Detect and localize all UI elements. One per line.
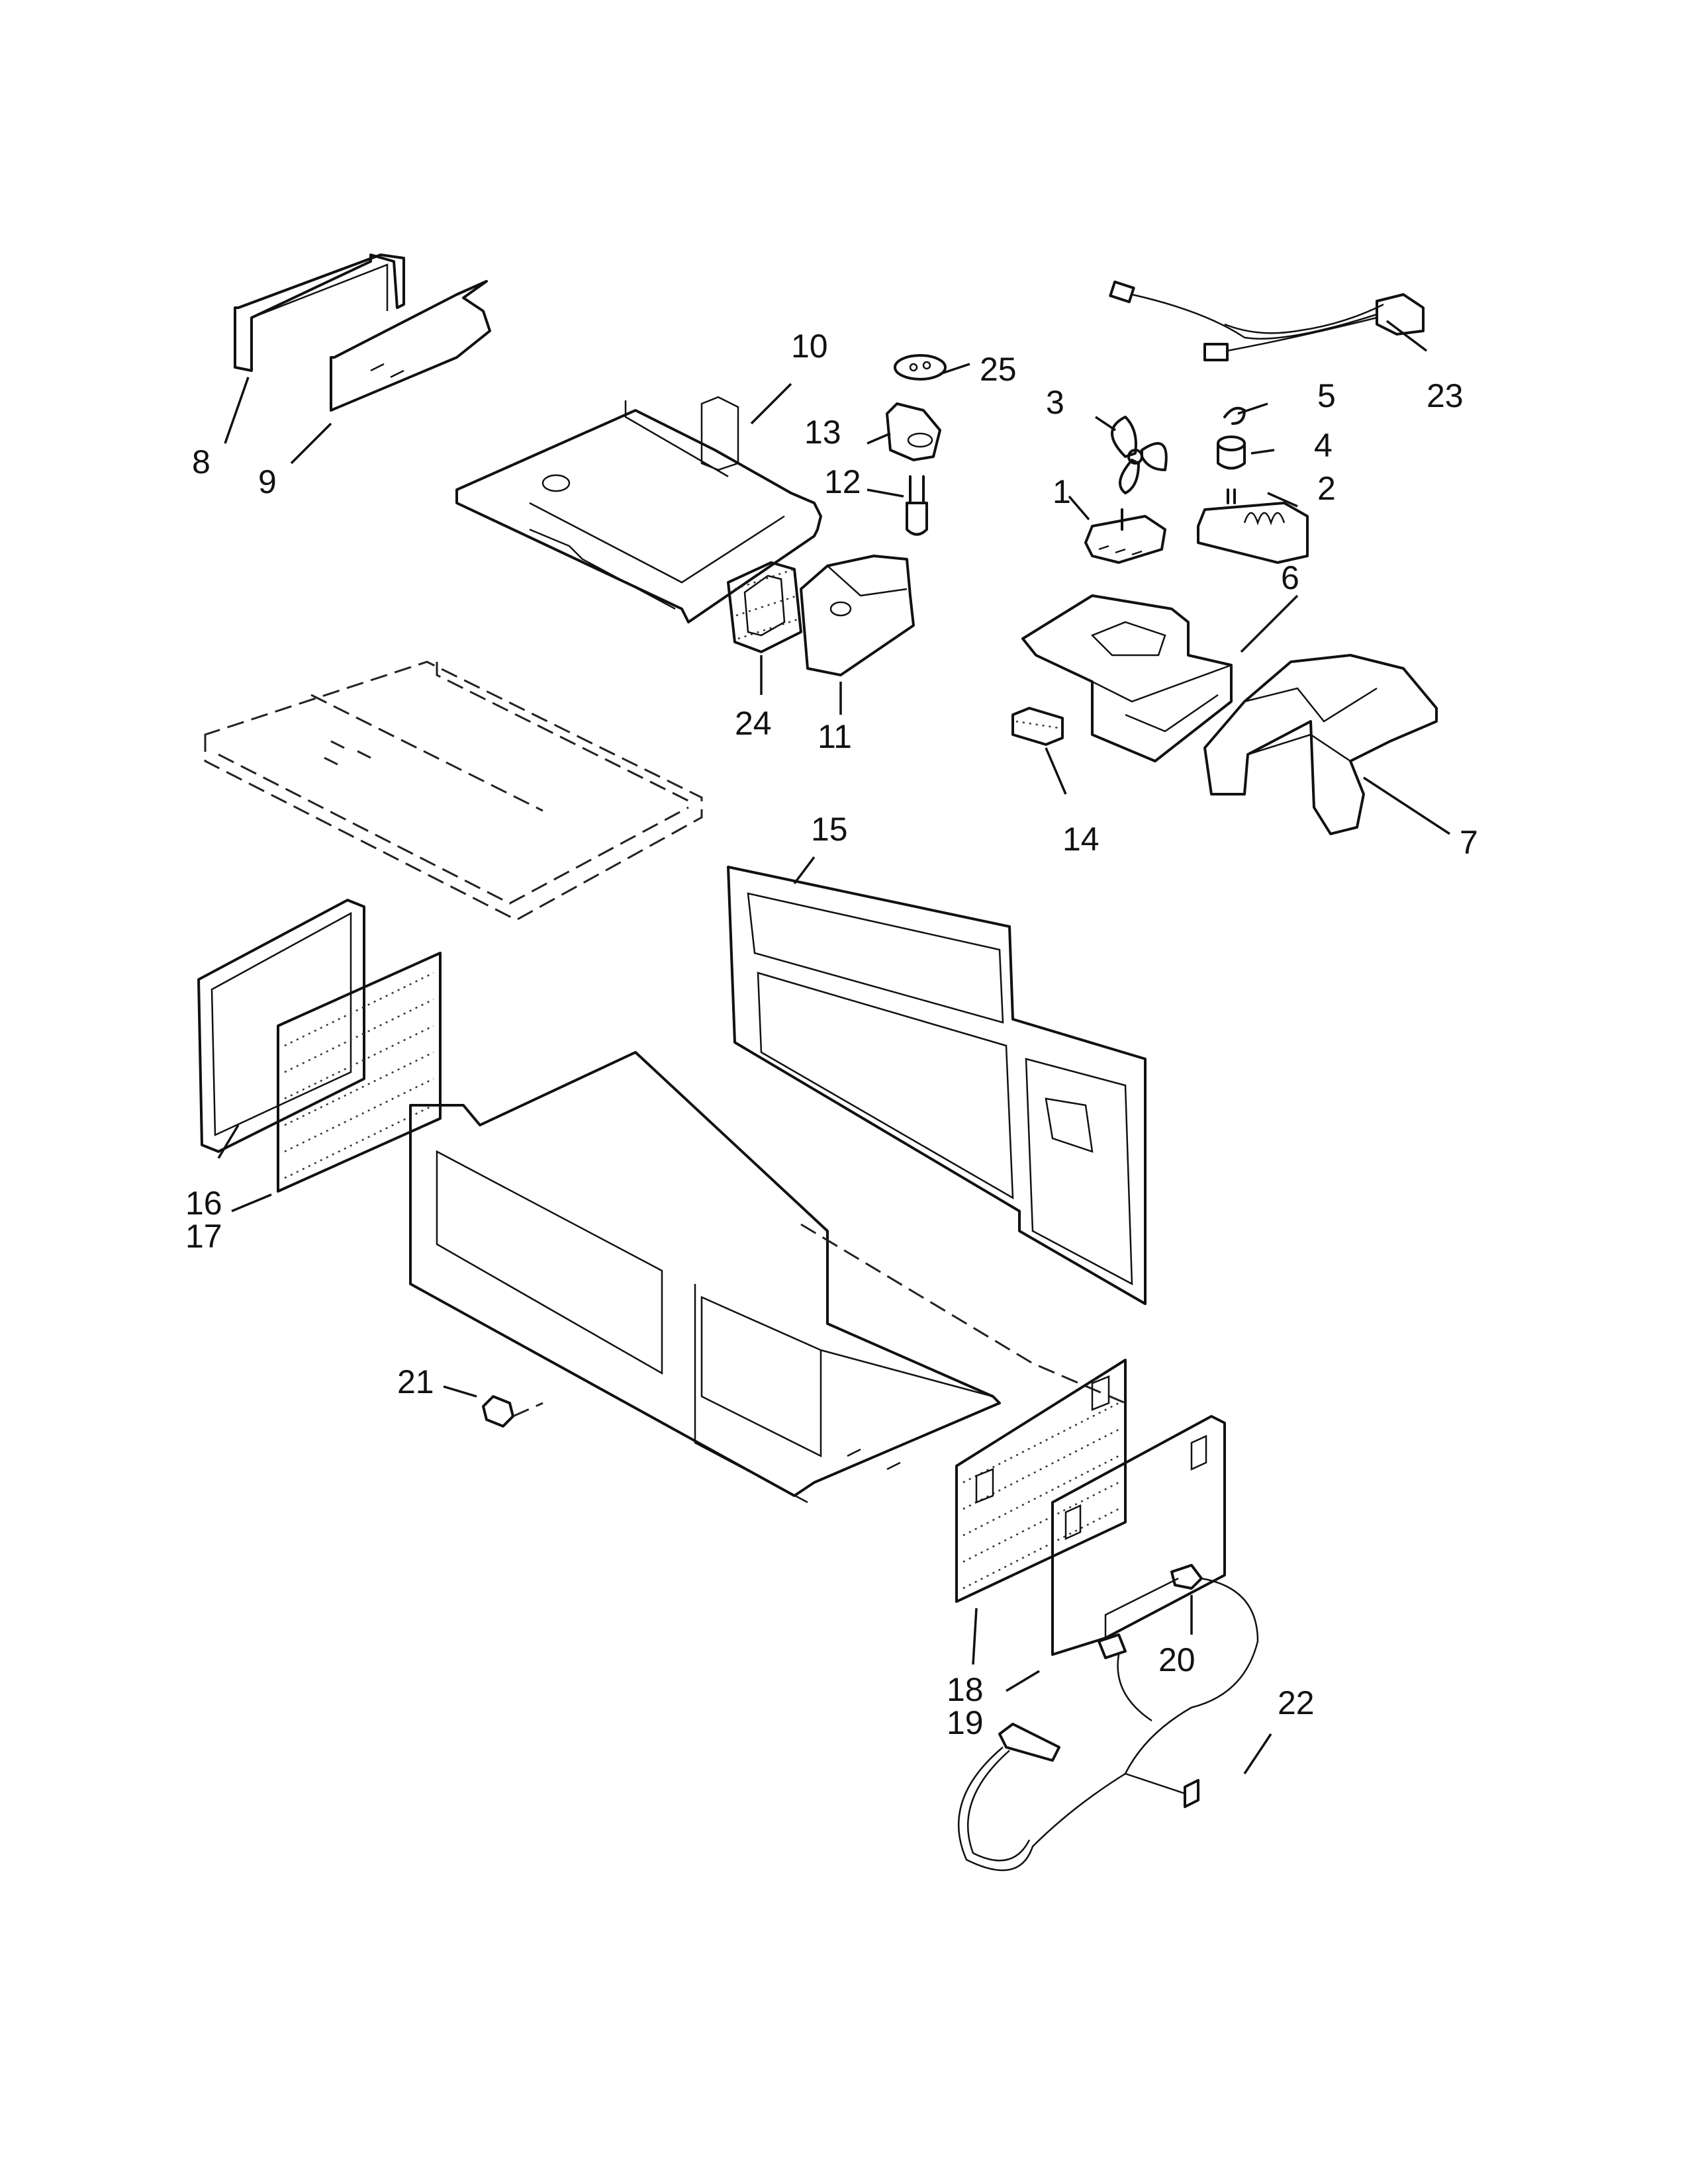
callout-part-4: 4 (1314, 427, 1333, 464)
callout-part-5: 5 (1317, 377, 1336, 414)
part-3-fan-blade (1111, 416, 1168, 494)
callout-part-20: 20 (1158, 1641, 1196, 1678)
part-25-gasket (894, 354, 947, 381)
part-23-wire-harness (1109, 280, 1425, 361)
callout-part-11: 11 (818, 718, 852, 755)
callout-part-8: 8 (192, 443, 211, 480)
callout-part-19: 19 (947, 1704, 984, 1741)
part-11-duct (800, 555, 915, 676)
part-7-vent-duct (1203, 654, 1438, 835)
part-24-gasket (727, 561, 802, 653)
callout-part-9: 9 (258, 463, 277, 500)
callout-part-2: 2 (1317, 470, 1336, 507)
part-8-bracket (234, 253, 405, 372)
callout-part-16: 16 (185, 1185, 222, 1222)
part-19-side-panel (1051, 1415, 1226, 1656)
callout-part-24: 24 (735, 705, 772, 742)
leader-lines (217, 320, 1450, 1774)
part-12-thermistor (906, 475, 928, 536)
callout-part-25: 25 (980, 351, 1017, 388)
part-17-filter (277, 952, 442, 1193)
callout-part-22: 22 (1278, 1684, 1315, 1721)
callout-part-21: 21 (397, 1363, 434, 1400)
part-10-top-plate (455, 396, 822, 623)
part-21-nut (482, 1395, 543, 1428)
part-14-sponge (1011, 707, 1064, 746)
part-callouts: 1 2 3 4 5 6 7 8 9 10 11 12 13 14 15 16 1… (185, 328, 1478, 1741)
callout-part-13: 13 (804, 414, 841, 451)
part-2-fan-motor (1197, 488, 1309, 564)
part-20-cord-connector (1124, 1564, 1259, 1774)
callout-part-12: 12 (824, 463, 861, 500)
main-cabinet (409, 1051, 1126, 1504)
callout-part-14: 14 (1062, 821, 1100, 858)
part-18-side-foam (955, 1359, 1127, 1603)
part-22-wire-harness (958, 1633, 1199, 1872)
callout-part-1: 1 (1053, 473, 1071, 510)
callout-part-10: 10 (791, 328, 828, 365)
part-4-bushing (1217, 435, 1246, 470)
part-6-fan-bracket (1021, 594, 1233, 762)
callout-part-6: 6 (1281, 559, 1299, 596)
part-13-bracket (886, 402, 941, 461)
part-15-back-plate (727, 866, 1147, 1305)
callout-part-15: 15 (811, 811, 848, 848)
dashed-shelf-outline (204, 660, 703, 921)
part-5-clip (1223, 406, 1246, 425)
part-9-bracket (330, 280, 491, 412)
callout-part-18: 18 (947, 1671, 984, 1708)
callout-part-7: 7 (1460, 824, 1478, 861)
callout-part-17: 17 (185, 1218, 222, 1255)
part-16-filter-frame (197, 899, 365, 1153)
part-1-motor-bracket (1084, 508, 1166, 564)
callout-part-3: 3 (1046, 384, 1064, 421)
callout-part-23: 23 (1427, 377, 1464, 414)
